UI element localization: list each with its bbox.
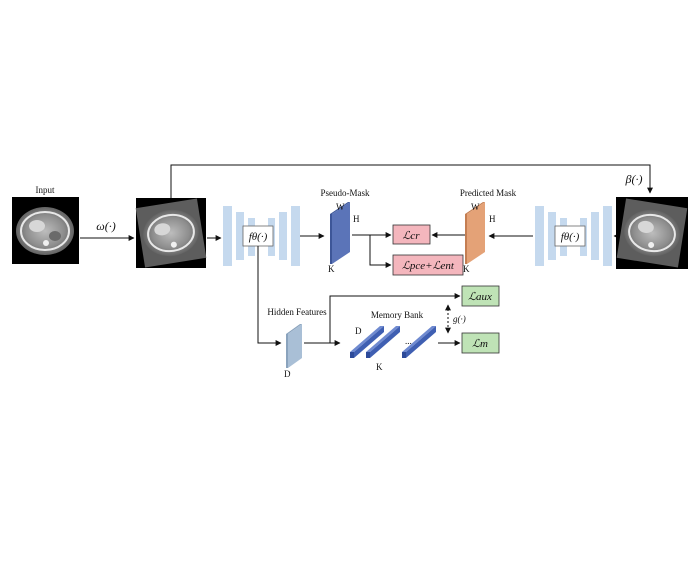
left-network: fθ(·) <box>223 206 300 266</box>
omega-label: ω(·) <box>96 219 115 233</box>
loss-aux-box <box>461 285 500 307</box>
predicted-dim-h: H <box>489 214 496 224</box>
pseudo-dim-k: K <box>328 264 335 274</box>
beta-label: β(·) <box>625 172 643 186</box>
predicted-dim-k: K <box>463 264 470 274</box>
f-theta-right: fθ(·) <box>561 231 580 243</box>
loss-m-box <box>461 332 500 354</box>
pseudo-mask-label: Pseudo-Mask <box>321 188 370 198</box>
input-ct-image <box>12 197 79 264</box>
memory-slab-2 <box>366 326 400 358</box>
memory-dim-k: K <box>376 362 383 372</box>
memory-slab-1 <box>350 326 384 358</box>
loss-cr: ℒcr <box>402 230 420 242</box>
top-skip-line <box>170 164 653 198</box>
loss-pce-ent: ℒpce+ℒent <box>402 260 455 272</box>
memory-slab-3 <box>402 326 436 358</box>
memory-dim-d: D <box>355 326 362 336</box>
augmented-ct-image <box>135 198 207 268</box>
g-label: g(·) <box>453 314 466 324</box>
hidden-features-slab <box>286 324 302 368</box>
hidden-features-label: Hidden Features <box>267 307 327 317</box>
predicted-dim-w: W <box>471 202 480 212</box>
f-theta-left: fθ(·) <box>249 231 268 243</box>
encoder-to-hidden-arrow <box>257 246 282 346</box>
augmented-right-ct-image <box>616 197 688 269</box>
memory-bank-label: Memory Bank <box>371 310 424 320</box>
pseudo-dim-w: W <box>336 202 345 212</box>
pseudo-dim-h: H <box>353 214 360 224</box>
loss-cr-box <box>392 224 431 245</box>
loss-aux: ℒaux <box>468 291 492 303</box>
loss-m: ℒm <box>472 338 488 350</box>
predicted-mask-slab <box>465 202 485 264</box>
predicted-mask-label: Predicted Mask <box>460 188 517 198</box>
input-label: Input <box>36 185 55 195</box>
hidden-to-aux-arrow <box>329 293 461 343</box>
right-network: fθ(·) <box>535 206 612 266</box>
hidden-dim-d: D <box>284 369 291 379</box>
loss-pce-ent-box <box>392 254 464 276</box>
pseudo-mask-slab <box>330 202 350 264</box>
memory-ellipsis: ... <box>405 336 412 346</box>
pseudo-to-lpce-arrow <box>369 235 392 268</box>
